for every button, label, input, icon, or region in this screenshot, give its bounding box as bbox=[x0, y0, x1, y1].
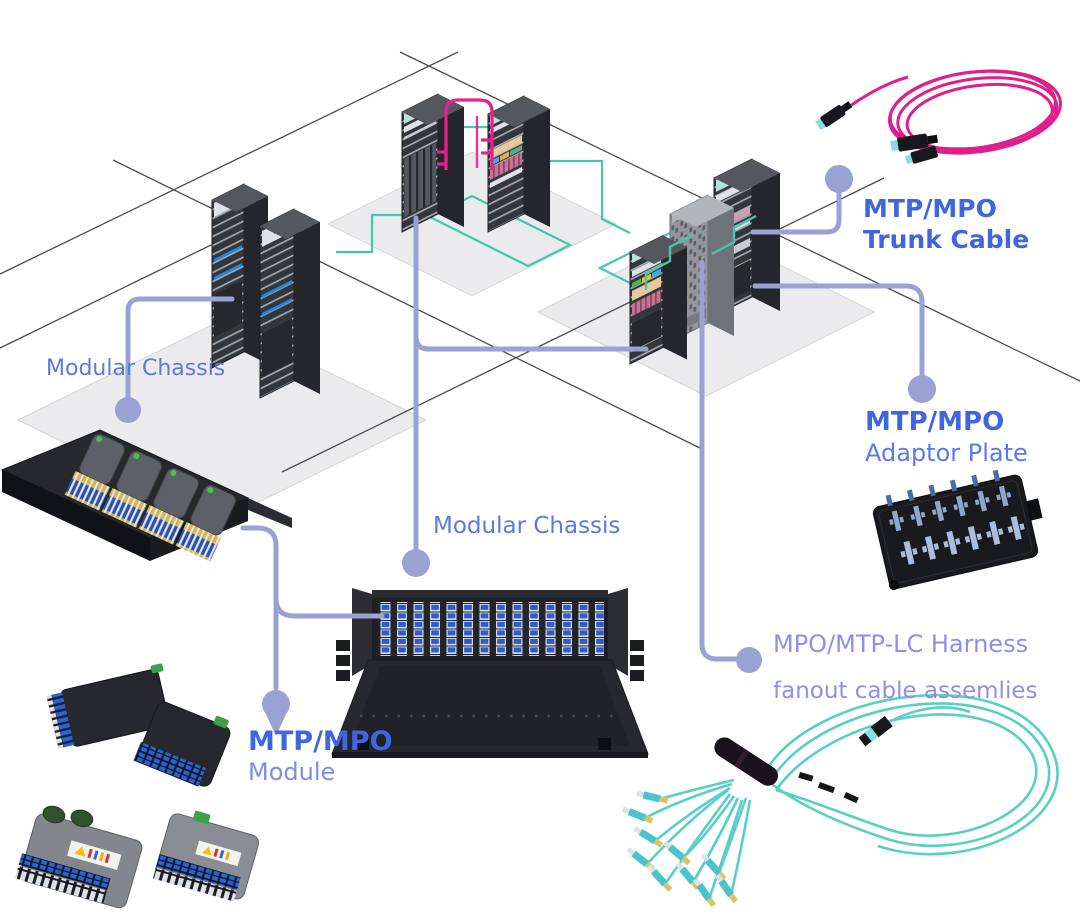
node-adaptor-plate bbox=[908, 375, 936, 403]
label-module-line1: MTP/MPO bbox=[248, 726, 393, 757]
label-modular-chassis-left: Modular Chassis bbox=[46, 356, 226, 381]
label-harness-line2: fanout cable assemlies bbox=[773, 678, 1038, 704]
mtp-module-photos bbox=[14, 663, 260, 909]
label-harness-line1: MPO/MTP-LC Harness bbox=[773, 630, 1029, 658]
label-adaptor-plate: MTP/MPO Adaptor Plate bbox=[865, 407, 1028, 469]
modular-chassis-center-photo bbox=[331, 588, 649, 758]
chassis-module bbox=[175, 484, 237, 562]
connector-module-branch bbox=[273, 595, 385, 619]
server-rack bbox=[259, 208, 320, 399]
label-trunk-cable-line2: Trunk Cable bbox=[863, 225, 1030, 254]
label-modular-chassis-center: Modular Chassis bbox=[433, 513, 621, 539]
mtp-module bbox=[46, 663, 170, 749]
connector-center-to-right-rack bbox=[413, 333, 649, 352]
connector-adaptor-plate bbox=[752, 283, 925, 377]
connector-harness bbox=[699, 259, 738, 662]
mpo-connector bbox=[904, 145, 938, 164]
server-rack bbox=[401, 93, 464, 233]
server-racks bbox=[211, 93, 780, 399]
modular-chassis-left-photo bbox=[0, 429, 292, 562]
callout-nodes bbox=[115, 165, 936, 736]
adaptor-plate-photo bbox=[872, 469, 1043, 591]
mpo-connector bbox=[858, 715, 893, 747]
node-trunk-cable bbox=[825, 165, 853, 193]
chassis-module bbox=[64, 433, 126, 511]
mtp-module bbox=[14, 805, 143, 909]
node-modular-chassis-center bbox=[402, 549, 430, 577]
connector-module bbox=[240, 525, 279, 691]
label-adaptor-plate-line1: MTP/MPO bbox=[865, 407, 1005, 437]
teal-patch-cables bbox=[644, 214, 757, 290]
label-module-line2: Module bbox=[248, 758, 336, 786]
mtp-module bbox=[152, 810, 260, 902]
node-module-tip bbox=[264, 710, 288, 736]
mpo-connector bbox=[815, 101, 853, 131]
harness-cable-photo bbox=[621, 694, 1059, 908]
node-harness bbox=[736, 647, 762, 673]
label-harness: MPO/MTP-LC Harness fanout cable assemlie… bbox=[773, 621, 1037, 715]
label-trunk-cable-line1: MTP/MPO bbox=[863, 194, 997, 223]
label-trunk-cable: MTP/MPO Trunk Cable bbox=[863, 193, 1029, 255]
server-rack bbox=[629, 234, 687, 365]
node-modular-chassis-left bbox=[115, 397, 141, 423]
label-module: MTP/MPO Module bbox=[248, 727, 393, 787]
connector-trunk-cable bbox=[750, 190, 842, 235]
connector-modular-chassis-left bbox=[125, 296, 235, 399]
callout-connectors bbox=[125, 190, 925, 691]
mpo-connector bbox=[890, 133, 939, 152]
label-adaptor-plate-line2: Adaptor Plate bbox=[865, 439, 1028, 467]
chassis-module bbox=[101, 450, 163, 528]
magenta-cable bbox=[437, 98, 494, 170]
server-rack bbox=[487, 95, 550, 233]
chassis-module bbox=[138, 467, 200, 545]
mtp-module bbox=[133, 701, 231, 787]
trunk-cable-photo bbox=[815, 69, 1062, 164]
furcation-boot bbox=[714, 737, 778, 786]
